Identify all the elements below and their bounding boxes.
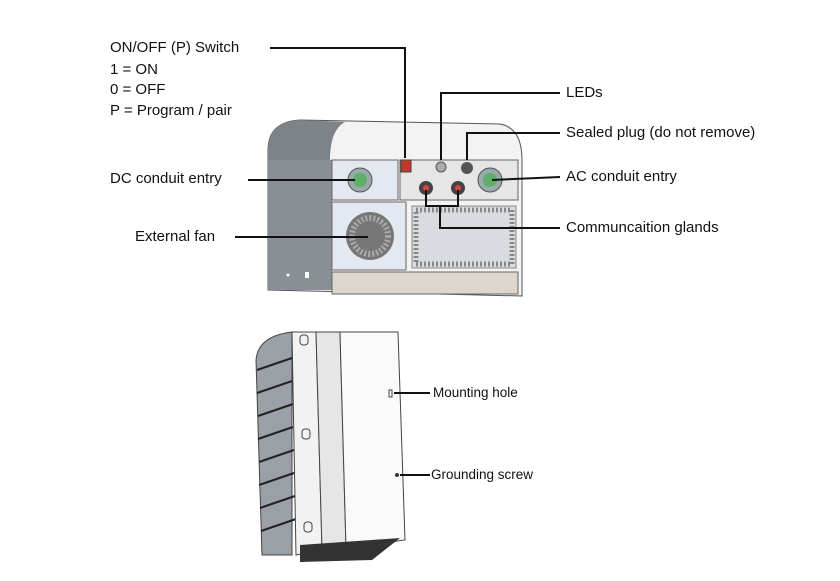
vent-grille: [411, 205, 517, 269]
mounting-hole-icon: [388, 389, 393, 398]
mounting-hole-label: Mounting hole: [433, 385, 518, 400]
switch-on-label: 1 = ON: [110, 61, 158, 78]
ac-conduit-label: AC conduit entry: [566, 168, 677, 185]
leader-lines: [235, 47, 561, 476]
switch-label: ON/OFF (P) Switch: [110, 39, 240, 56]
leds-label: LEDs: [566, 84, 603, 101]
grounding-screw-icon: [395, 473, 399, 477]
switch-program-label: P = Program / pair: [110, 102, 232, 119]
sealed-plug-icon: [461, 162, 473, 174]
grounding-screw-label: Grounding screw: [431, 467, 534, 482]
switch-off-label: 0 = OFF: [110, 81, 166, 98]
dc-conduit-label: DC conduit entry: [110, 170, 222, 187]
external-fan-label: External fan: [135, 228, 216, 245]
sealed-plug-label: Sealed plug (do not remove): [566, 124, 756, 141]
fan-icon: [346, 212, 394, 260]
led-icon: [435, 161, 447, 173]
inverter-side-view: [255, 331, 406, 562]
side-panel: [268, 160, 332, 290]
inverter-front-view: [267, 119, 523, 297]
comm-glands-label: Communcaition glands: [566, 219, 719, 236]
switch-icon: [400, 159, 412, 173]
